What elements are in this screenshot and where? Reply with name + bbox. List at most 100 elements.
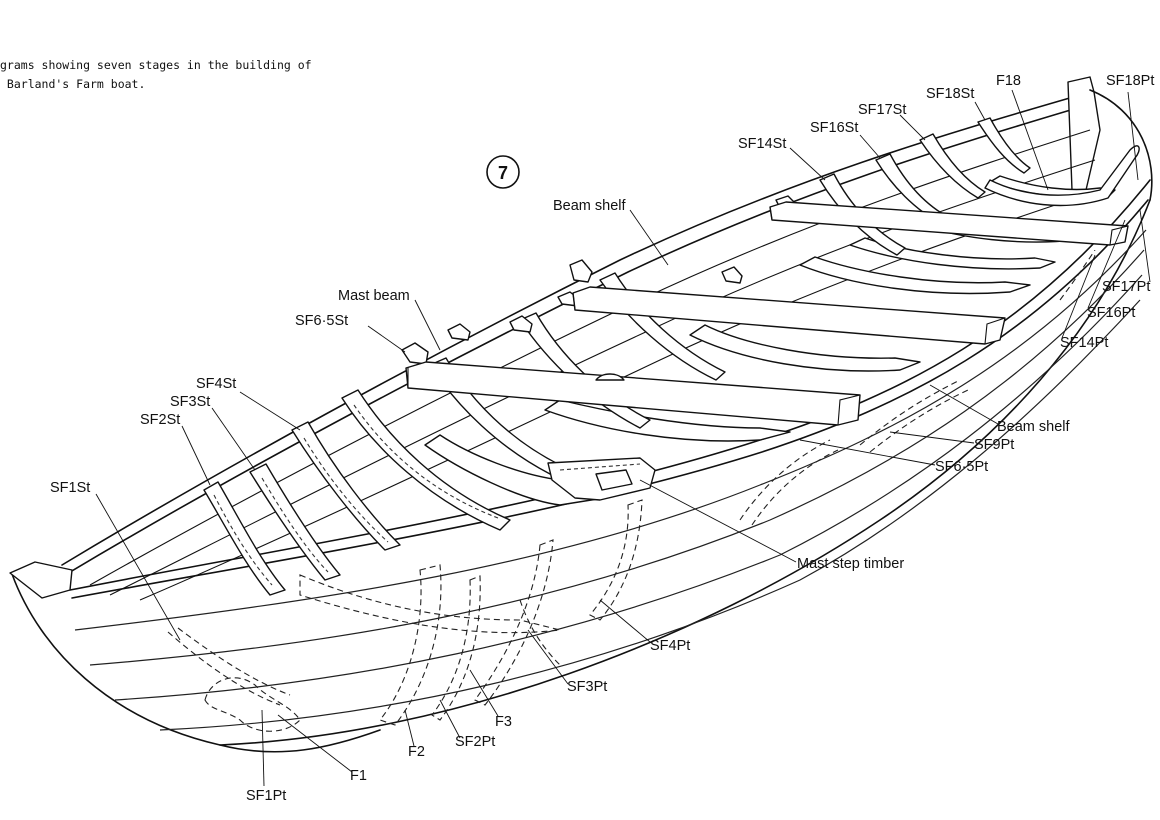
mast-step-socket: [595, 469, 633, 491]
leader-mast-beam: [414, 299, 441, 351]
far-gunwale-outer: [61, 94, 1081, 566]
hull: [9, 76, 1153, 753]
hidden-f2: [379, 564, 442, 726]
frame-sf4st-nails: [303, 437, 389, 543]
label-sf4pt: SF4Pt: [650, 638, 690, 654]
cleat-2: [447, 323, 471, 341]
leader-sf3st: [211, 407, 256, 471]
leader-f3: [469, 669, 499, 717]
sheer-line-inner: [71, 199, 1149, 599]
leader-sf3pt: [527, 629, 569, 685]
floor-timber-b: [544, 399, 791, 442]
leader-f1: [277, 714, 353, 773]
leader-sf2pt: [439, 699, 461, 739]
aft-beam-edge: [769, 206, 1129, 246]
hidden-f3: [474, 539, 554, 706]
labels: Beam shelf Mast beam SF6·5St SF4St SF3St…: [50, 73, 1154, 804]
floor-timber-c: [689, 324, 921, 372]
label-f3: F3: [495, 714, 512, 730]
hidden-sf2pt: [431, 575, 481, 721]
label-sf2pt: SF2Pt: [455, 734, 495, 750]
label-sf6-5pt: SF6·5Pt: [935, 459, 988, 475]
label-sf18pt: SF18Pt: [1106, 73, 1154, 89]
frame-mid-b: [519, 312, 651, 429]
label-sf16st: SF16St: [810, 120, 858, 136]
label-sf9pt: SF9Pt: [974, 437, 1014, 453]
leader-sf16st: [859, 134, 881, 159]
frame-sf3st: [249, 463, 341, 581]
leader-f18: [1011, 89, 1049, 191]
label-sf17pt: SF17Pt: [1102, 279, 1150, 295]
label-f2: F2: [408, 744, 425, 760]
stage-number: 7: [498, 163, 508, 183]
frame-sf6-5st: [341, 389, 511, 531]
beams: [405, 201, 1129, 426]
strakes: [74, 229, 1147, 731]
label-sf1pt: SF1Pt: [246, 788, 286, 804]
cleat-6: [721, 266, 743, 284]
leader-sf18pt: [1127, 91, 1139, 181]
side-frames: [203, 117, 1140, 596]
bow-stem-head: [9, 561, 73, 599]
hidden-sf14pt: [1059, 249, 1096, 301]
bow-stem: [11, 573, 381, 753]
mast-beam-edge: [407, 368, 861, 426]
label-sf14st: SF14St: [738, 136, 786, 152]
caption-line-1: grams showing seven stages in the buildi…: [0, 58, 312, 72]
label-sf16pt: SF16Pt: [1087, 305, 1135, 321]
leader-sf2st: [181, 425, 211, 486]
leader-sf1pt: [261, 709, 265, 787]
leader-mast-step-timber: [639, 479, 797, 563]
leader-sf9pt: [889, 431, 975, 444]
label-f1: F1: [350, 768, 367, 784]
caption: grams showing seven stages in the buildi…: [0, 56, 312, 94]
far-plank-2: [109, 159, 1096, 596]
leader-beam-shelf-top: [629, 209, 669, 266]
sheer-line-outer: [69, 179, 1151, 591]
stern-curve: [1089, 89, 1153, 201]
leader-sf4pt: [599, 599, 651, 643]
mast-step-nails: [559, 463, 641, 471]
mast-beam-notch: [595, 373, 625, 381]
label-beam-shelf-top: Beam shelf: [553, 198, 627, 214]
middle-beam-edge: [572, 292, 1006, 345]
leader-lines: [95, 89, 1151, 787]
leader-sf14pt: [1061, 254, 1096, 339]
label-sf1st: SF1St: [50, 480, 90, 496]
leader-sf6-5pt: [799, 439, 936, 466]
frame-sf2st: [203, 481, 286, 596]
label-sf2st: SF2St: [140, 412, 180, 428]
frame-sf17st: [919, 133, 986, 199]
leader-sf4st: [239, 391, 301, 431]
mast-step-timber: [547, 457, 656, 501]
cleat-5: [569, 259, 593, 283]
cleat-1: [401, 342, 429, 365]
leader-f2: [404, 709, 415, 747]
leader-beam-shelf-right: [929, 384, 999, 425]
cleat-3: [509, 315, 533, 333]
label-sf3pt: SF3Pt: [567, 679, 607, 695]
frame-f18: [984, 145, 1140, 207]
hidden-sf4pt: [589, 499, 643, 621]
frame-sf18st: [977, 117, 1031, 174]
label-sf4st: SF4St: [196, 376, 236, 392]
leader-sf17st: [899, 114, 926, 141]
hidden-frames: [167, 249, 1096, 732]
leader-sf1st: [95, 493, 181, 641]
leader-sf16pt: [1087, 219, 1126, 309]
hidden-floor: [299, 574, 561, 634]
hidden-f1: [167, 627, 291, 706]
label-mast-beam: Mast beam: [338, 288, 410, 304]
frame-sf4st: [291, 421, 401, 551]
strake-1: [74, 229, 1147, 631]
floor-timber-d: [799, 256, 1031, 295]
strake-2: [89, 249, 1145, 666]
frame-sf6-5st-nails: [353, 404, 499, 519]
label-beam-shelf-right: Beam shelf: [997, 419, 1071, 435]
label-sf17st: SF17St: [858, 102, 906, 118]
label-sf3st: SF3St: [170, 394, 210, 410]
keel-line: [219, 199, 1151, 746]
label-sf6-5st: SF6·5St: [295, 313, 348, 329]
hidden-sf9pt: [859, 379, 969, 453]
